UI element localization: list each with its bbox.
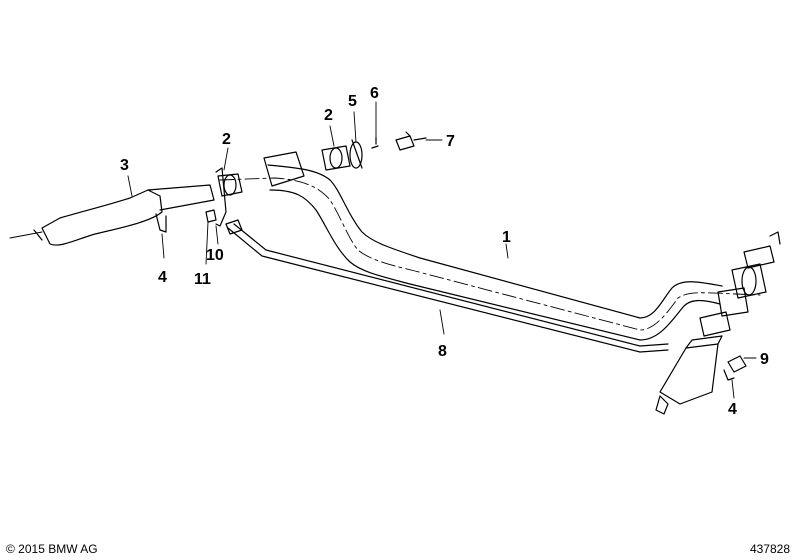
leader-lines — [127, 101, 757, 399]
callout-4-right: 4 — [728, 401, 737, 418]
callout-1: 1 — [502, 229, 511, 246]
callout-8: 8 — [438, 343, 447, 360]
callout-6: 6 — [370, 85, 379, 102]
clamp-ring — [349, 139, 363, 169]
callout-2-left: 2 — [222, 131, 231, 148]
callout-labels: 1 2 2 3 4 4 5 6 7 8 9 10 11 — [120, 85, 769, 418]
mounting-bracket — [205, 167, 227, 227]
copyright-text: © 2015 BMW AG — [6, 542, 98, 556]
callout-9: 9 — [760, 351, 769, 368]
callout-7: 7 — [446, 133, 455, 150]
pin — [371, 136, 379, 149]
callout-2-right: 2 — [324, 107, 333, 124]
callout-10: 10 — [206, 247, 224, 264]
callout-4-left: 4 — [158, 269, 167, 286]
grip-housing — [9, 184, 215, 246]
callout-3: 3 — [120, 157, 129, 174]
right-end-assembly — [655, 231, 781, 415]
hose-sleeve-right — [321, 145, 351, 171]
hose-sleeve-left — [217, 173, 243, 197]
main-pipe — [219, 151, 761, 341]
connector-plug — [395, 131, 427, 151]
thin-tube — [225, 219, 669, 353]
callout-11: 11 — [194, 271, 211, 288]
callout-5: 5 — [348, 93, 357, 110]
drawing-number: 437828 — [749, 542, 790, 556]
